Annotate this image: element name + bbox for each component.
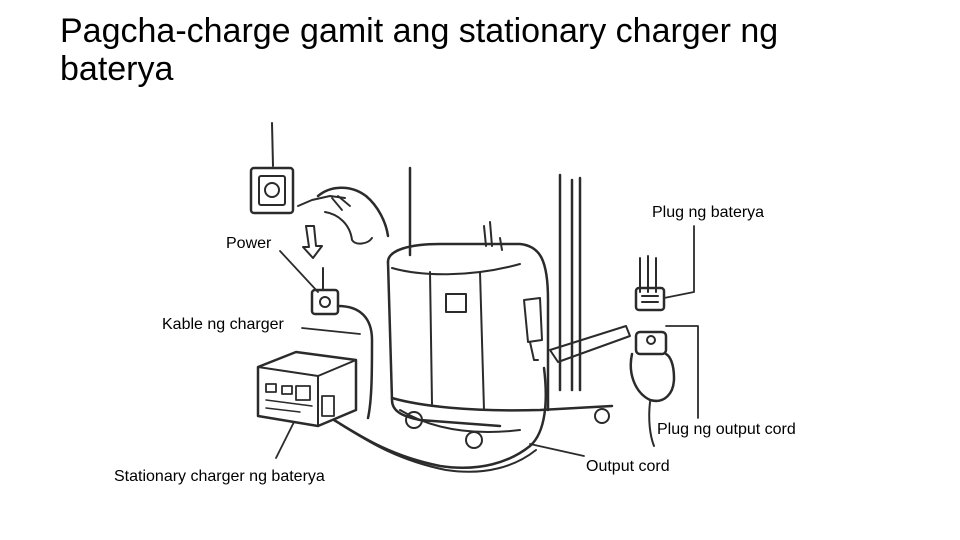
power-label: Power — [226, 235, 272, 252]
hand-socket-icon — [549, 325, 631, 363]
output-cord-label: Output cord — [586, 458, 670, 475]
output-cord-plug-icon — [629, 330, 676, 447]
stationary-charger-label: Stationary charger ng baterya — [114, 468, 325, 485]
stationary-charger-icon — [256, 350, 358, 428]
charger-cable — [336, 304, 374, 420]
battery-plug-label: Plug ng baterya — [652, 204, 764, 221]
down-arrow-icon — [302, 225, 323, 259]
pallet-truck-icon — [386, 166, 614, 449]
output-cord-plug-label: Plug ng output cord — [657, 421, 796, 438]
power-plug-icon — [310, 267, 340, 316]
leader-lines — [275, 225, 699, 459]
page-title: Pagcha-charge gamit ang stationary charg… — [60, 12, 779, 88]
output-cord — [332, 366, 548, 473]
wall-outlet-icon — [249, 122, 295, 215]
battery-plug-icon — [634, 255, 666, 312]
hand-plug-icon — [297, 186, 390, 245]
charger-cable-label: Kable ng charger — [162, 316, 285, 333]
